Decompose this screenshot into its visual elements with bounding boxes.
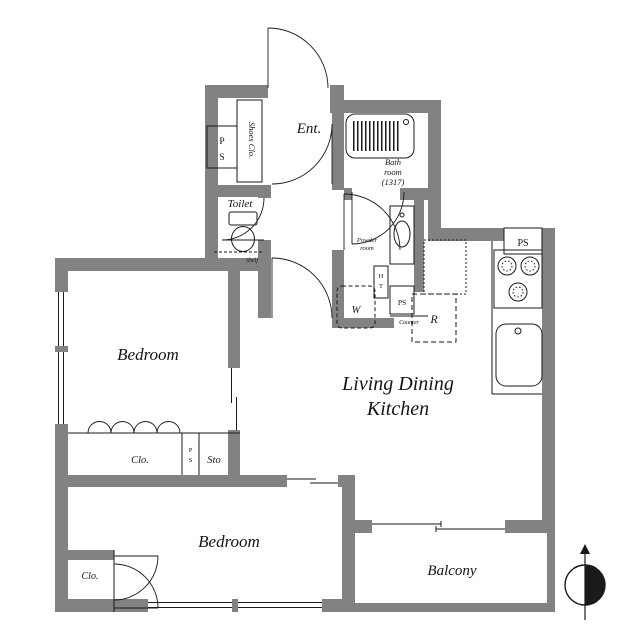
- water-heater-box: [373, 265, 389, 299]
- closet-upper-folding-doors: [87, 421, 181, 434]
- stove-icon: [493, 249, 543, 309]
- label-bedroom-upper: Bedroom: [117, 345, 179, 364]
- label-closet-lower: Clo.: [82, 571, 99, 582]
- sliding-door-bedroom-lower: [287, 475, 338, 487]
- label-bathroom-2: room: [384, 167, 402, 177]
- label-entry: Ent.: [296, 121, 322, 137]
- compass-north-icon: [564, 544, 606, 620]
- label-water-heater-2: T: [379, 283, 383, 290]
- label-storage: Sto: [207, 455, 220, 466]
- powder-room-door: [343, 193, 401, 251]
- label-bathroom-3: (1317): [382, 177, 405, 187]
- label-ps-utility: PS: [398, 298, 406, 307]
- bathtub-icon: [345, 113, 415, 159]
- label-powder-2: room: [360, 245, 374, 252]
- label-shoes-closet: Shoes Clo.: [247, 122, 257, 158]
- label-ps-closet-2: S: [189, 457, 193, 464]
- label-refrigerator: R: [429, 312, 438, 326]
- label-toilet: Toilet: [228, 198, 254, 210]
- window-bedroom-lower-south: [148, 599, 322, 612]
- label-ps-closet-1: P: [189, 447, 193, 454]
- washer-box: [336, 285, 376, 329]
- closet-lower-doors: [113, 555, 159, 609]
- hall-ldk-door: [271, 257, 333, 319]
- entrance-door: [267, 27, 329, 89]
- label-powder-1: Powder: [356, 237, 378, 244]
- ps-utility-box: [389, 285, 415, 315]
- label-water-heater-1: H: [379, 273, 384, 280]
- label-counter: Counter: [399, 320, 419, 326]
- label-ps-kitchen: PS: [517, 238, 528, 249]
- window-balcony-sliding-door: [372, 520, 505, 533]
- window-bedroom-upper-left: [55, 292, 68, 424]
- bathroom-door: [351, 191, 405, 245]
- ps-entry-box: [206, 125, 238, 169]
- entry-hall-door: [271, 123, 333, 185]
- sink-icon: [495, 323, 543, 387]
- label-ps-entry-1: P: [219, 137, 224, 147]
- sliding-door-bedroom-upper: [228, 368, 240, 430]
- label-washer: W: [352, 305, 362, 316]
- labels: Ent. Shoes Clo. Toilet Shelf Bath room (…: [82, 121, 529, 582]
- vanity-icon: [389, 205, 415, 265]
- windows: [55, 292, 505, 612]
- label-shelf: Shelf: [246, 257, 259, 264]
- label-ldk-1: Living Dining: [341, 373, 454, 395]
- label-bedroom-lower: Bedroom: [198, 532, 260, 551]
- doors: [87, 27, 405, 609]
- fixtures: [214, 113, 543, 387]
- refrigerator-box: [411, 293, 457, 343]
- label-balcony: Balcony: [427, 563, 476, 579]
- toilet-icon: [228, 211, 258, 252]
- label-ldk-2: Kitchen: [366, 398, 429, 420]
- label-ps-entry-2: S: [219, 153, 224, 163]
- toilet-door: [221, 197, 265, 241]
- label-bathroom-1: Bath: [385, 157, 401, 167]
- label-closet-upper: Clo.: [131, 455, 149, 466]
